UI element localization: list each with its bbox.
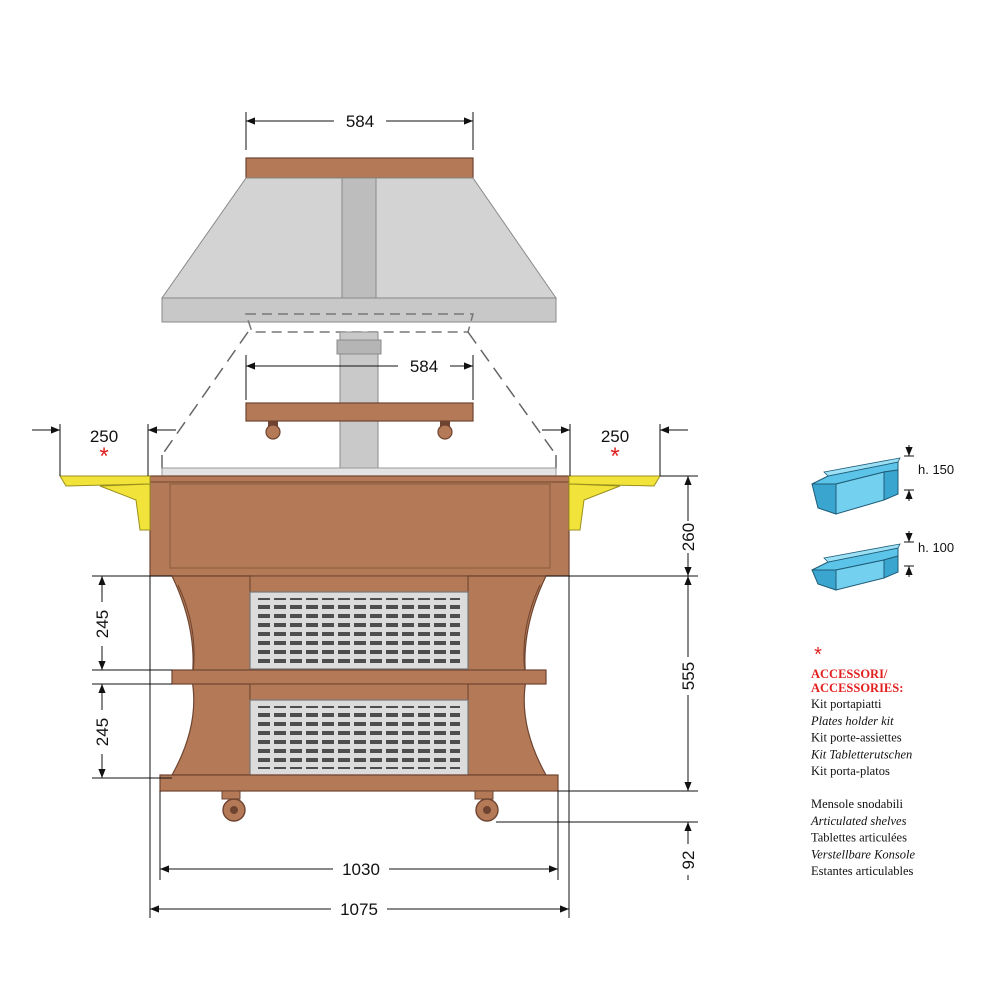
- canopy: [161, 157, 557, 333]
- tray-h150: [811, 445, 914, 515]
- upper-rail: [249, 575, 469, 593]
- legend-title-en: ACCESSORIES:: [811, 681, 903, 695]
- dim-total-width: 1075: [340, 900, 378, 919]
- dim-wheel-height: 92: [679, 851, 698, 870]
- column-upper: [341, 177, 377, 299]
- shelf-line: Verstellbare Konsole: [811, 847, 915, 861]
- accessory-marker-right: *: [610, 443, 619, 470]
- tray-h100-label: h. 100: [918, 540, 954, 555]
- dim-inner-width: 1030: [342, 860, 380, 879]
- middle-shelf: [245, 402, 474, 440]
- legend-title-it: ACCESSORI/: [811, 667, 888, 681]
- accessory-marker-left: *: [99, 443, 108, 470]
- dim-compartment-upper: 245: [93, 610, 112, 638]
- dim-lower-height: 555: [679, 662, 698, 690]
- upper-grill-slots: [258, 598, 460, 663]
- lower-rail: [249, 683, 469, 701]
- dim-right-shelf: 250: [601, 427, 629, 446]
- sneeze-guard-outline: [161, 331, 557, 475]
- right-caster: [474, 790, 499, 822]
- upper-body: [149, 475, 570, 577]
- dim-shelf-width: 584: [410, 357, 438, 376]
- kit-line: Kit portapiatti: [811, 697, 882, 711]
- cabinet: [149, 475, 570, 822]
- hood-rim: [161, 297, 557, 323]
- upper-panel: [169, 483, 551, 569]
- lower-grill-slots: [258, 706, 460, 769]
- tray-h150-label: h. 150: [918, 462, 954, 477]
- kit-line: Kit porta-platos: [811, 764, 890, 778]
- column-collar: [336, 339, 382, 355]
- kit-line: Kit Tabletterutschen: [810, 747, 912, 761]
- shelf-line: Mensole snodabili: [811, 797, 904, 811]
- dim-left-shelf: 250: [90, 427, 118, 446]
- dimension-lines: [32, 112, 698, 918]
- left-caster: [221, 790, 246, 822]
- dim-top-width: 584: [346, 112, 374, 131]
- tray-h100: [811, 531, 914, 591]
- accessories-legend: * ACCESSORI/ ACCESSORIES: Kit portapiatt…: [810, 644, 915, 878]
- middle-rail: [171, 669, 547, 685]
- base-plinth: [159, 774, 559, 792]
- dimension-labels: 584 584 250 250 260 555 92 245 245 1030 …: [90, 112, 698, 919]
- kit-line: Kit porte-assiettes: [811, 731, 902, 745]
- top-wood-panel: [245, 157, 474, 179]
- shelf-line: Estantes articulables: [811, 864, 914, 878]
- left-articulated-shelf: [59, 475, 151, 531]
- right-articulated-shelf: [568, 475, 661, 531]
- shelf-line: Articulated shelves: [810, 814, 907, 828]
- shelf-line: Tablettes articulées: [811, 831, 907, 845]
- kit-line: Plates holder kit: [810, 714, 894, 728]
- legend-marker: *: [814, 644, 822, 666]
- dim-compartment-lower: 245: [93, 718, 112, 746]
- dim-upper-height: 260: [679, 523, 698, 551]
